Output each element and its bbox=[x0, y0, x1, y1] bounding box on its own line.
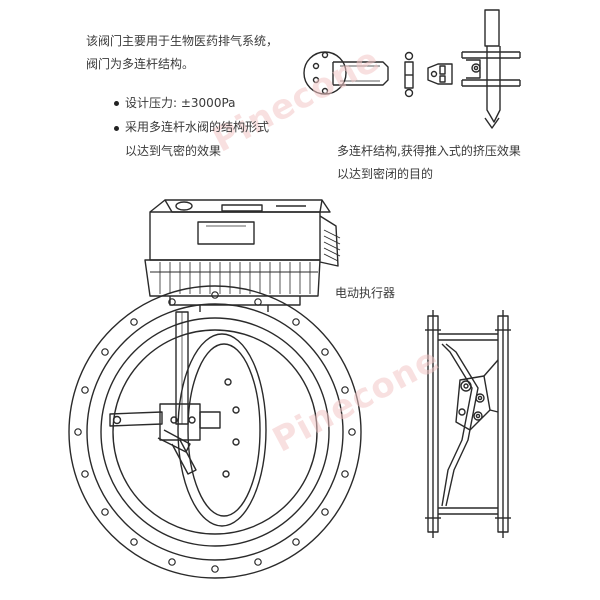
electric-actuator bbox=[144, 199, 341, 312]
bullet-dot-2 bbox=[114, 126, 119, 131]
linkage-detail-drawing bbox=[303, 9, 521, 129]
design-pressure-text: 设计压力: ±3000Pa bbox=[125, 96, 236, 110]
actuator-label: 电动执行器 bbox=[335, 286, 396, 300]
intro-line-1: 该阀门主要用于生物医药排气系统， bbox=[86, 34, 279, 48]
linkage-caption-line-2: 以达到密闭的目的 bbox=[337, 167, 434, 181]
valve-body-front-view bbox=[68, 285, 362, 579]
bullet-dot-1 bbox=[114, 101, 119, 106]
intro-line-2: 阀门为多连杆结构。 bbox=[86, 57, 195, 71]
airtight-effect-text: 以达到气密的效果 bbox=[125, 144, 222, 158]
linkage-structure-text: 采用多连杆水阀的结构形式 bbox=[125, 120, 270, 134]
linkage-caption-line-1: 多连杆结构,获得推入式的挤压效果 bbox=[337, 144, 521, 158]
valve-side-section-view bbox=[425, 310, 511, 538]
